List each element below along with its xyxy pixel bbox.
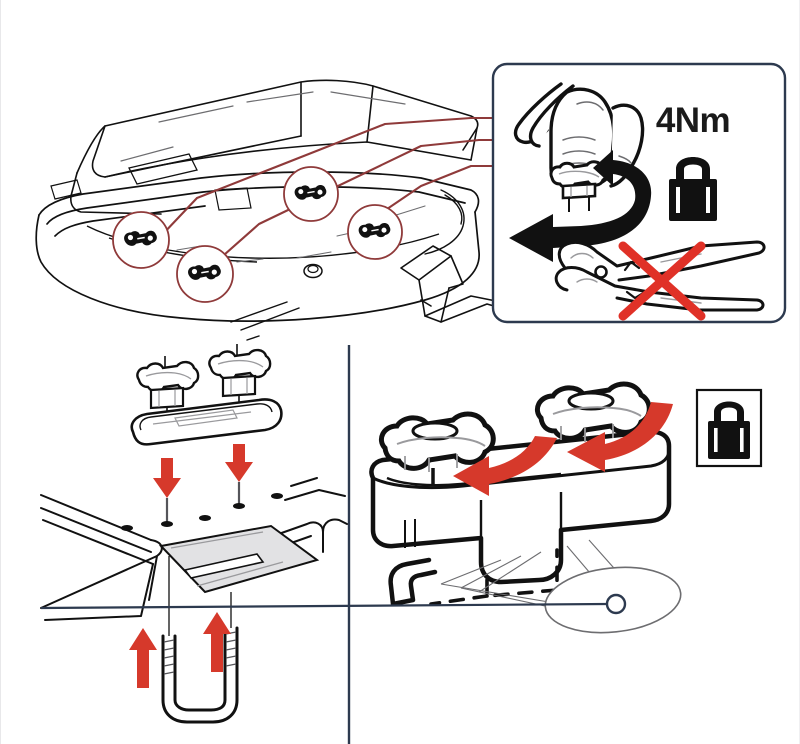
hand-icon: [513, 82, 645, 188]
arrow-down-icon-left: [153, 458, 181, 498]
padlock-shackle: [714, 401, 744, 423]
bolt-head-right: [233, 503, 245, 509]
callout-leader-lines: [159, 116, 495, 272]
padlock-closed-icon: [669, 157, 717, 221]
vehicle-roof-edge: [230, 301, 300, 341]
knob-left: [136, 356, 200, 432]
pliers-icon: [554, 240, 766, 312]
star-knob-icon: [549, 160, 608, 212]
torque-label: 4Nm: [656, 101, 730, 140]
roof-crossbar: [400, 245, 502, 323]
red-cross-icon: [618, 241, 706, 321]
bolt-shafts: [165, 482, 241, 522]
lid-recess-small: [50, 179, 82, 200]
callout-circle-3: [283, 166, 339, 222]
mounting-hole-3: [271, 493, 283, 499]
bracket-recess: [386, 472, 563, 538]
padlock-shackle: [676, 157, 710, 181]
callout-circle-group: [112, 166, 403, 303]
hand-tightening-detail-panel: 4Nm: [491, 62, 787, 324]
curved-arrow-icon-right: [567, 402, 673, 472]
u-bolt-icon: [161, 626, 239, 724]
rail-blade: [158, 524, 320, 594]
roof-box-overview-panel: [35, 79, 502, 341]
bracket-side-ribs: [404, 519, 416, 548]
padlock-closed-framed-icon: [695, 388, 763, 468]
callout-circle-4: [347, 204, 403, 260]
bracket-hook: [388, 557, 438, 607]
end-cap-hole: [605, 593, 627, 615]
clamp-icon: [294, 185, 327, 200]
knob-right: [208, 344, 272, 424]
clamp-icon: [124, 230, 157, 246]
alignment-connector-line: [40, 602, 608, 610]
callout-circle-2: [176, 245, 234, 303]
rotation-arrow-counter-clockwise: [509, 150, 652, 262]
callout-circle-1: [112, 211, 170, 269]
bracket-knob-right: [535, 381, 652, 442]
arrow-up-icon-left: [129, 628, 157, 688]
u-bolt-leader-lines: [168, 556, 232, 636]
interior-panel-rectangles: [214, 187, 252, 211]
curved-arrow-icon: [509, 150, 652, 262]
clamp-icon: [188, 264, 221, 280]
u-bolt-assembly-panel: [40, 344, 348, 724]
clamp-bracket-assembly-panel: [40, 381, 763, 634]
cover-plate: [130, 398, 283, 446]
oval-end-cap: [544, 566, 682, 634]
arrow-up-icon-right: [203, 612, 231, 672]
u-bolt-threads: [163, 631, 237, 675]
box-latch: [303, 263, 323, 279]
curved-arrow-icon-left: [453, 436, 557, 496]
bolt-head-left: [161, 521, 173, 527]
arrow-down-icon-right: [225, 444, 253, 482]
clamp-icon: [358, 223, 391, 238]
mounting-hole-2: [199, 515, 211, 521]
roof-box-lid: [70, 79, 479, 215]
hidden-outline-dashed: [429, 548, 559, 606]
bracket-knob-left: [379, 411, 496, 472]
padlock-body: [669, 179, 717, 221]
knob-collar: [561, 182, 597, 200]
roof-rail-right: [272, 477, 348, 553]
bracket-top-edge: [372, 449, 671, 490]
lid-recess-rectangle: [128, 153, 198, 185]
lid-surface-detail: [120, 91, 406, 162]
padlock-body: [708, 421, 750, 459]
